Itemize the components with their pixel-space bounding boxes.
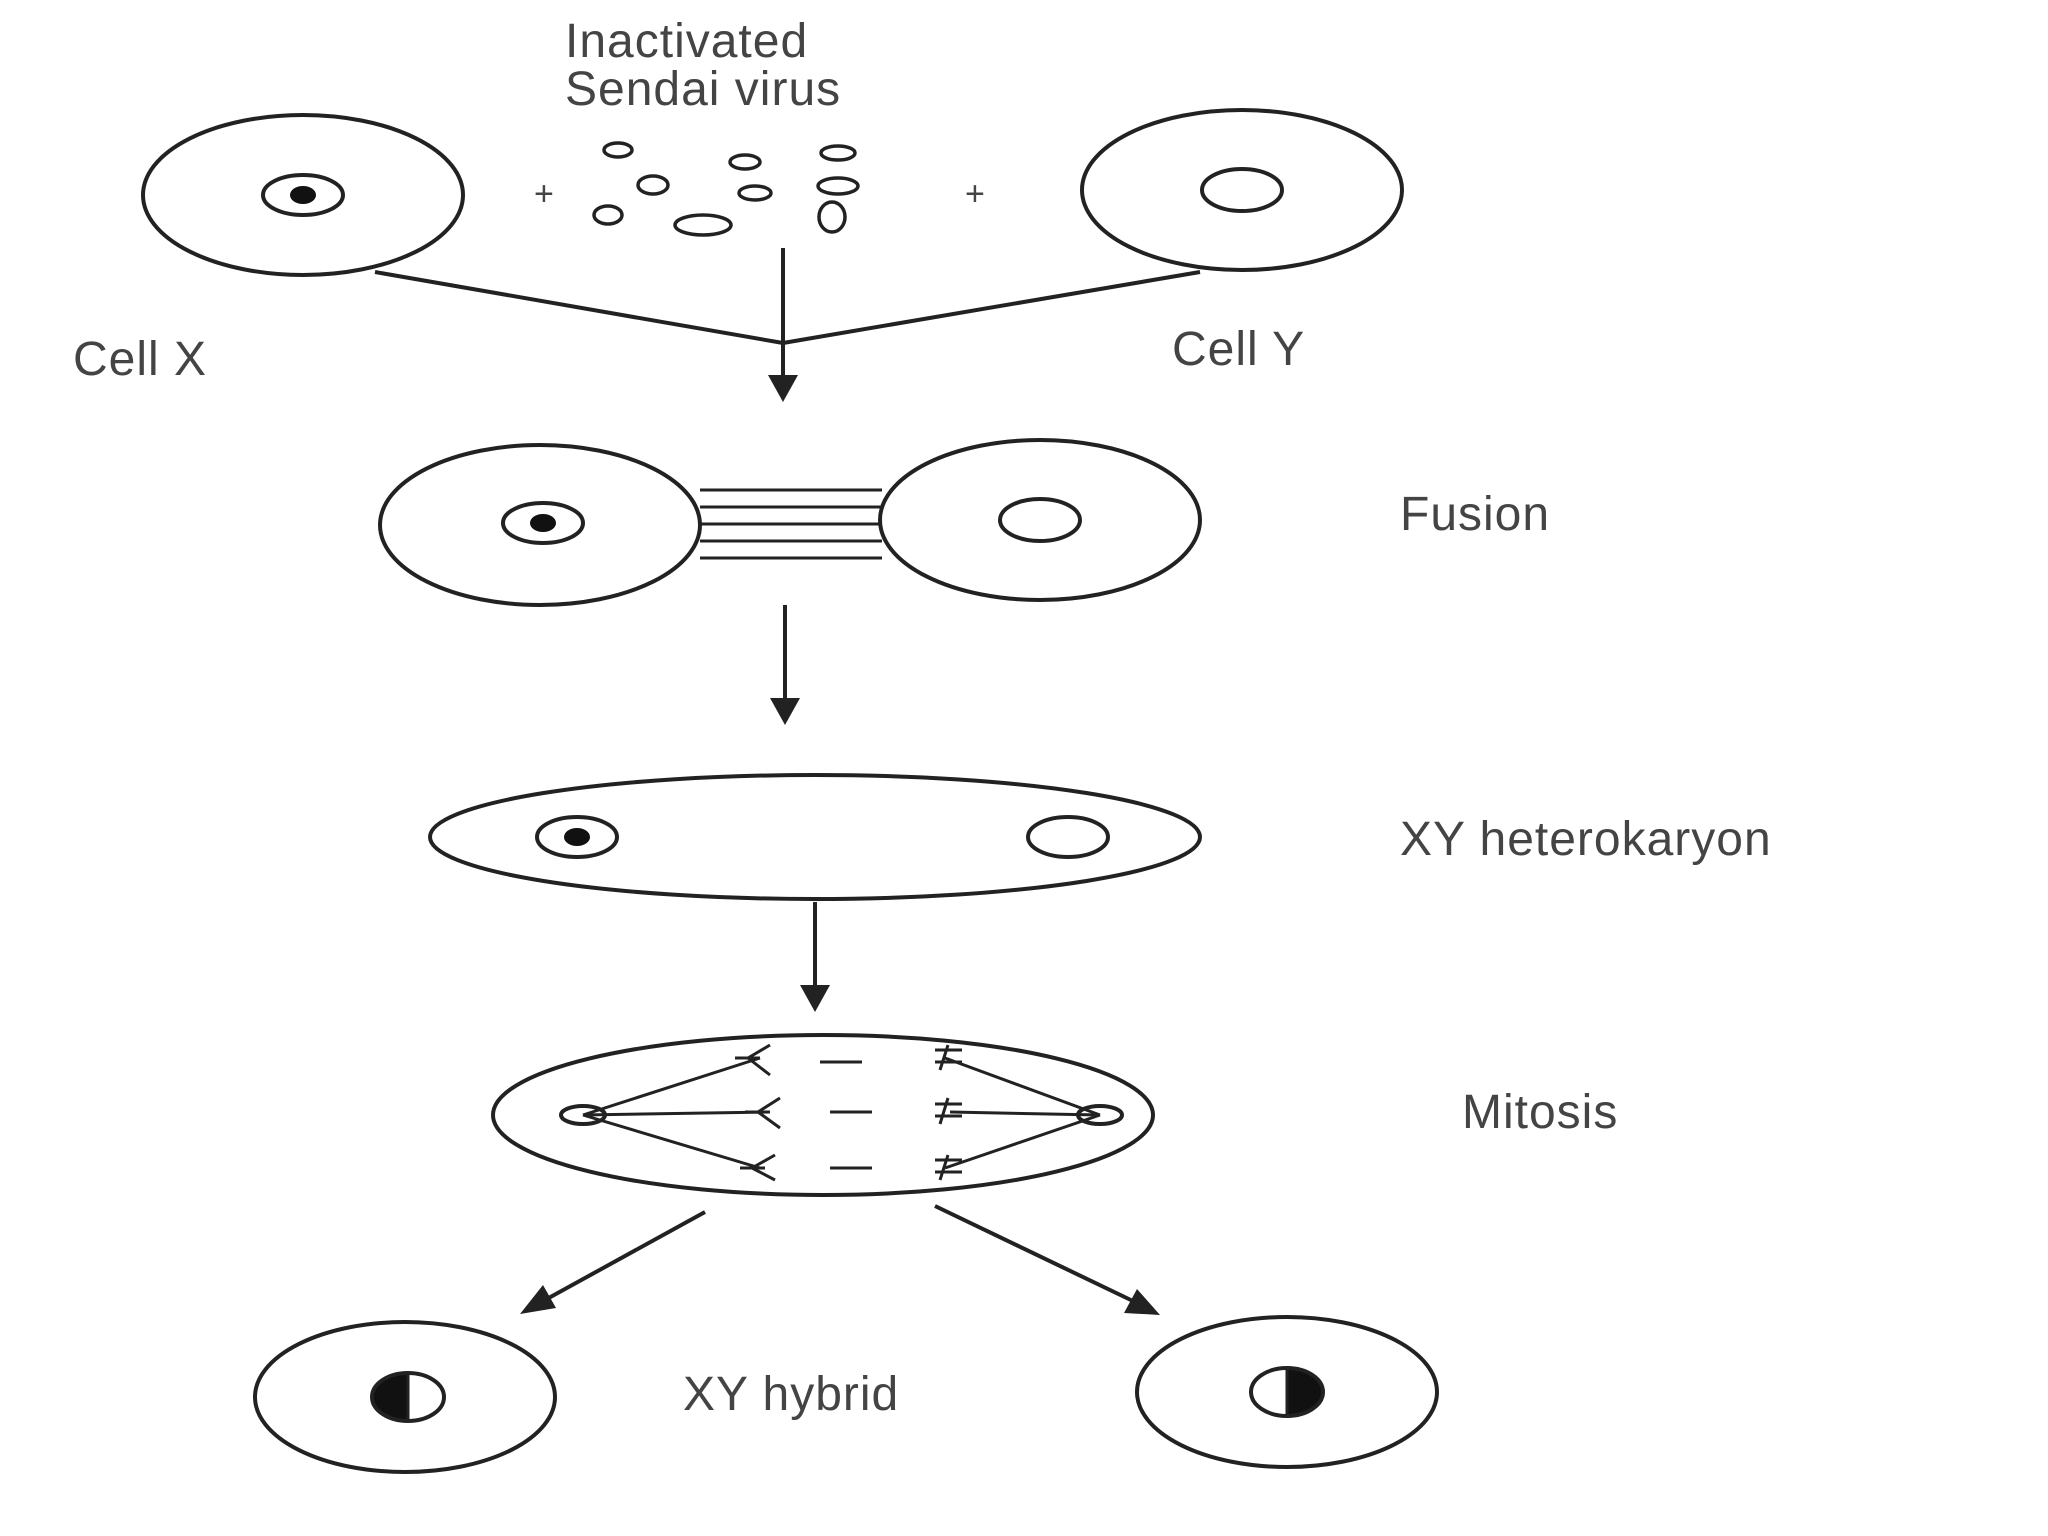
virus-label-line2: Sendai virus xyxy=(565,63,841,116)
heterokaryon-cell xyxy=(428,773,1202,901)
arrow-to-heterokaryon xyxy=(770,605,800,725)
hybrid-cell-right xyxy=(1135,1315,1439,1469)
hybrid-nucleus-left xyxy=(370,1371,446,1423)
hybrid-cell-left xyxy=(253,1320,557,1474)
cell-y-nucleus xyxy=(1200,167,1284,213)
fused-cells xyxy=(378,438,1202,607)
chromosomes xyxy=(735,1043,962,1182)
cell-x-label: Cell X xyxy=(73,333,207,386)
fusion-bridge xyxy=(700,488,882,560)
cell-x-nucleus xyxy=(261,173,345,217)
fusion-label: Fusion xyxy=(1400,488,1550,541)
heterokaryon-label: XY heterokaryon xyxy=(1400,813,1772,866)
convergence-lines xyxy=(374,270,1201,345)
arrow-to-fusion xyxy=(768,248,798,402)
spindle-fibers xyxy=(582,1056,1101,1170)
fused-nucleus-y xyxy=(998,497,1082,543)
cell-x xyxy=(141,113,465,277)
heterokaryon-nucleus-y xyxy=(1026,815,1110,859)
cell-y-label: Cell Y xyxy=(1172,323,1305,376)
plus-sign-right: + xyxy=(965,175,986,213)
hybrid-nucleus-right xyxy=(1249,1366,1325,1418)
arrow-to-hybrid-left xyxy=(520,1210,706,1314)
hybrid-label: XY hybrid xyxy=(683,1368,899,1421)
arrow-to-mitosis xyxy=(800,902,830,1012)
mitosis-label: Mitosis xyxy=(1462,1086,1618,1139)
heterokaryon-nucleus-x xyxy=(535,815,619,859)
cell-y xyxy=(1080,108,1404,272)
mitosis-cell xyxy=(491,1033,1155,1197)
arrow-to-hybrid-right xyxy=(934,1204,1160,1315)
sendai-virus-particles xyxy=(592,141,860,237)
plus-sign-left: + xyxy=(534,175,555,213)
virus-label-line1: Inactivated xyxy=(565,15,808,68)
fused-nucleus-x xyxy=(501,501,585,545)
